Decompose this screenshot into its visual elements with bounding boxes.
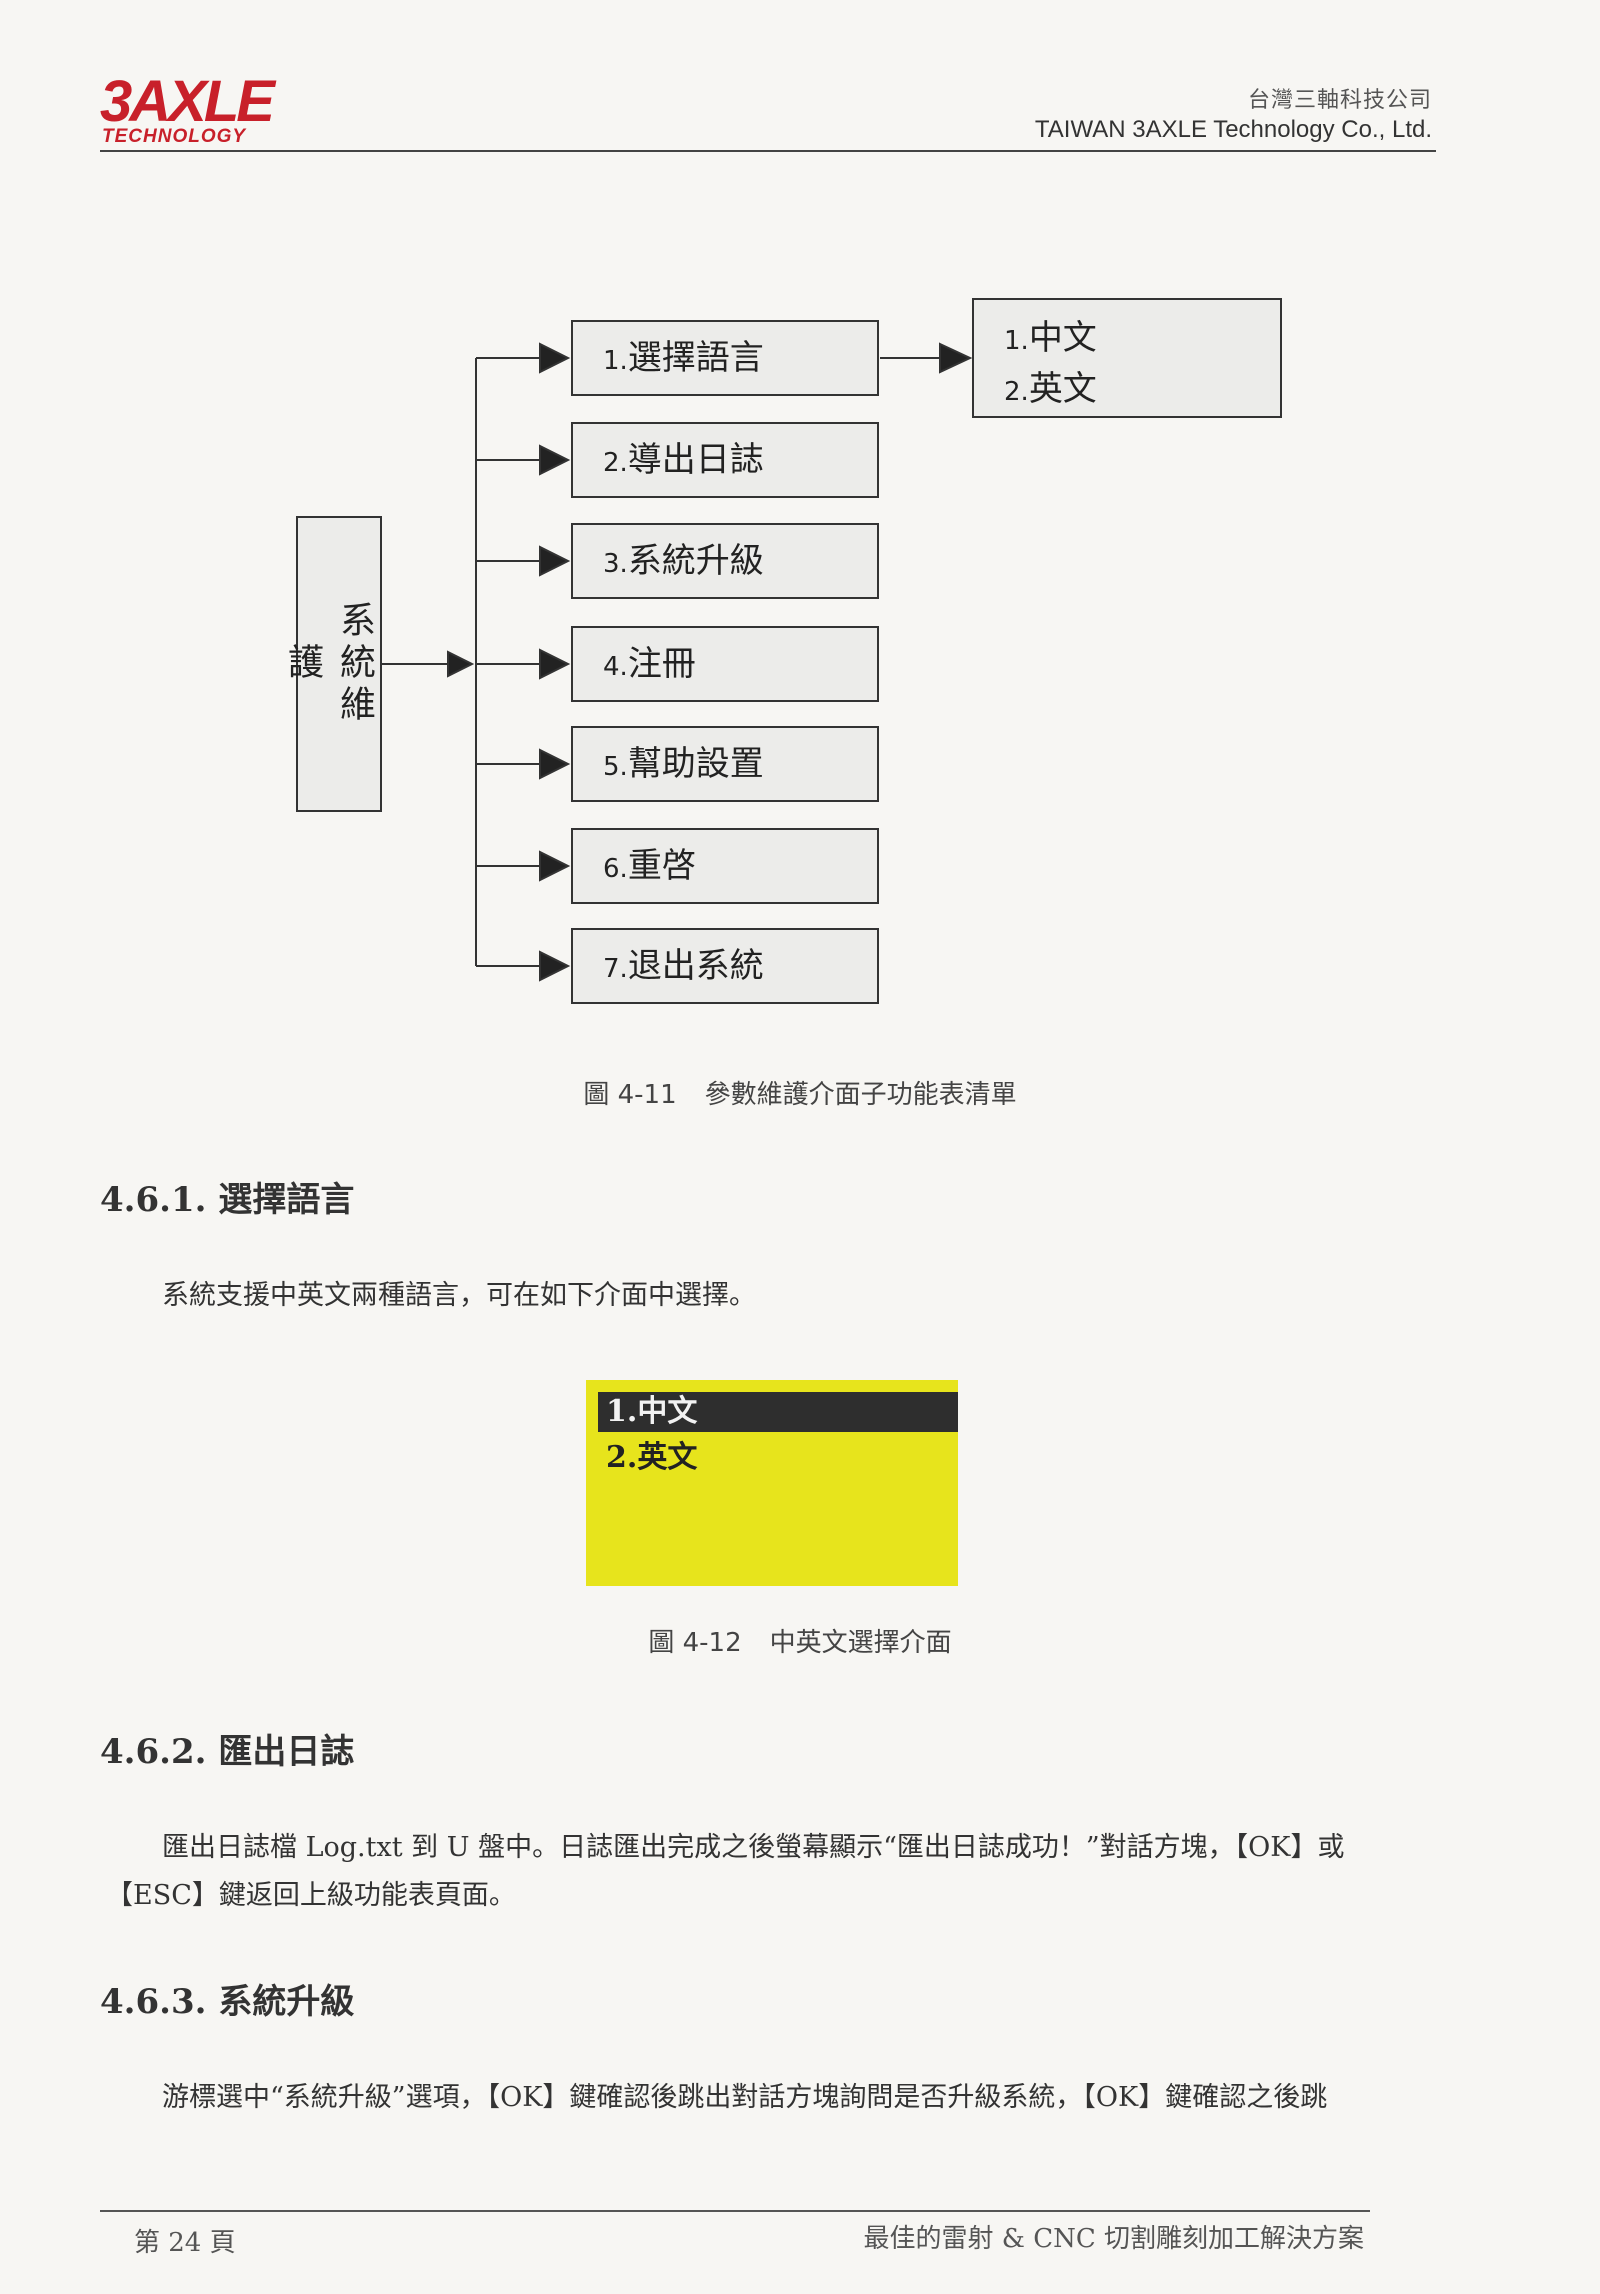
menu-item-register: 4.注冊 [571, 626, 879, 702]
company-name-chinese: 台灣三軸科技公司 [1247, 88, 1432, 113]
section-heading-4-6-1: 4.6.1. 選擇語言 [100, 1180, 355, 1220]
header-divider [100, 150, 1436, 152]
menu-item-system-upgrade: 3.系統升級 [571, 523, 879, 599]
menu-item-help-settings: 5.幫助設置 [571, 726, 879, 802]
system-maintenance-box: 系統維護 [282, 516, 382, 812]
language-option-english: 2.英文 [1004, 369, 1097, 409]
section-body-4-6-1: 系統支援中英文兩種語言，可在如下介面中選擇。 [162, 1280, 756, 1311]
menu-item-exit-system: 7.退出系統 [571, 928, 879, 1004]
company-logo-subtitle: TECHNOLOGY [102, 126, 247, 147]
menu-item-select-language: 1.選擇語言 [571, 320, 879, 396]
menu-item-restart: 6.重啓 [571, 828, 879, 904]
section-body-4-6-3: 游標選中“系統升級”選項，【OK】鍵確認後跳出對話方塊詢問是否升級系統，【OK】… [162, 2082, 1328, 2113]
language-options-box: 1.中文 2.英文 [972, 298, 1282, 418]
section-heading-4-6-3: 4.6.3. 系統升級 [100, 1982, 355, 2022]
company-name-english: TAIWAN 3AXLE Technology Co., Ltd. [1034, 116, 1432, 143]
section-body-line: 匯出日誌檔 Log.txt 到 U 盤中。日誌匯出完成之後螢幕顯示“匯出日誌成功… [162, 1832, 1345, 1863]
section-body-line: 【ESC】鍵返回上級功能表頁面。 [106, 1880, 516, 1911]
company-logo: 3AXLE [100, 69, 275, 134]
page-number: 第 24 頁 [134, 2228, 236, 2258]
language-option-chinese: 1.中文 [1004, 318, 1097, 358]
lcd-language-screen: 1.中文 2.英文 [586, 1380, 958, 1586]
footer-divider [100, 2210, 1370, 2212]
root-label: 系統維護 [282, 601, 375, 727]
lcd-option-selected: 1.中文 [598, 1392, 958, 1432]
section-heading-4-6-2: 4.6.2. 匯出日誌 [100, 1732, 355, 1772]
lcd-option: 2.英文 [606, 1440, 698, 1475]
diagram-connectors [382, 342, 973, 982]
menu-item-export-log: 2.導出日誌 [571, 422, 879, 498]
section-body-4-6-2: 匯出日誌檔 Log.txt 到 U 盤中。日誌匯出完成之後螢幕顯示“匯出日誌成功… [106, 1824, 1440, 1920]
footer-tagline: 最佳的雷射 & CNC 切割雕刻加工解決方案 [863, 2224, 1364, 2254]
